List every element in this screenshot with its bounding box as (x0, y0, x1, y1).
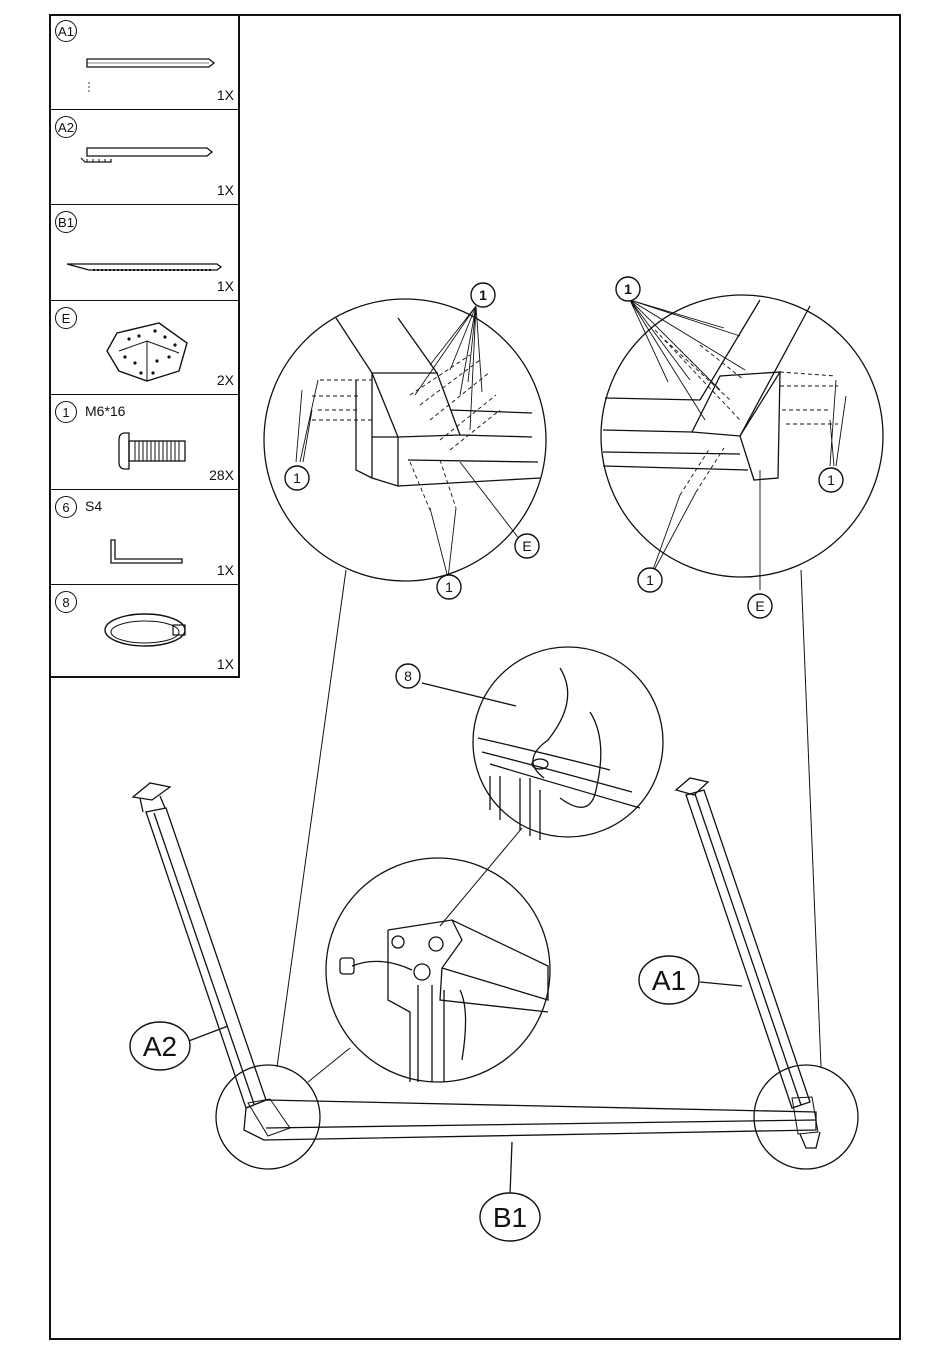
callout-bolt: 1 (827, 472, 835, 488)
callout-left-leg: A2 (143, 1031, 177, 1062)
callout-bolt: 1 (479, 287, 487, 303)
callout-clip: 8 (404, 668, 412, 684)
callout-bolt: 1 (624, 281, 632, 297)
detail-left-corner (264, 299, 546, 581)
callout-bolt: 1 (445, 579, 453, 595)
detail-cable-routing (326, 858, 550, 1082)
zoom-left-joint (216, 1065, 320, 1169)
detail-cable-clip (473, 647, 663, 837)
callout-bolt: 1 (293, 470, 301, 486)
callout-bracket: E (522, 538, 531, 554)
callout-crossbar: B1 (493, 1202, 527, 1233)
callout-bolt: 1 (646, 572, 654, 588)
callout-right-leg: A1 (652, 965, 686, 996)
callout-bracket: E (755, 598, 764, 614)
zoom-right-joint (754, 1065, 858, 1169)
